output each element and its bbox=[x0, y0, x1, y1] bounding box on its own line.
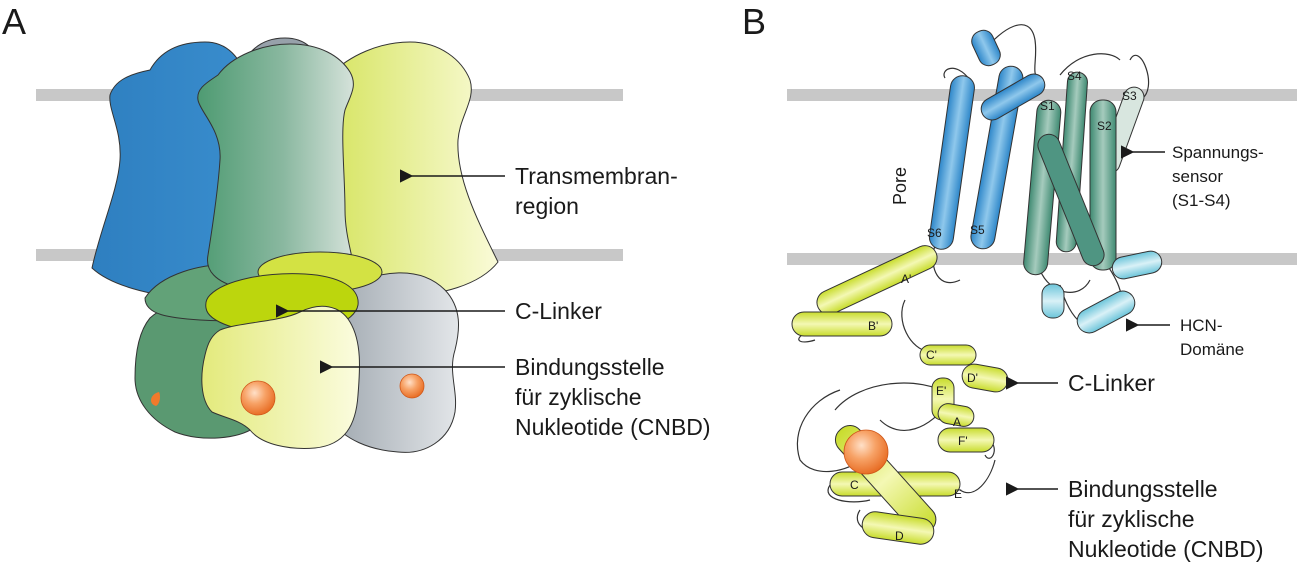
helix-c-prime bbox=[919, 344, 977, 366]
label-clinker-a: C-Linker bbox=[515, 298, 602, 324]
label-sensor-line2: sensor bbox=[1172, 167, 1223, 186]
helix-labels: S1 S2 S3 S4 S5 S6 A' B' C' D' E' A F' C … bbox=[850, 69, 1137, 543]
label-binding-a-line2: für zyklische bbox=[515, 384, 642, 410]
label-sensor-line3: (S1-S4) bbox=[1172, 191, 1231, 210]
panel-b: B bbox=[742, 1, 1297, 562]
label-pore: Pore bbox=[890, 167, 910, 205]
clinker-cnbd-helices bbox=[791, 245, 1009, 545]
cyclic-nucleotide-front bbox=[240, 380, 276, 416]
helix-label-a: A bbox=[953, 415, 961, 429]
label-binding-a-line3: Nukleotide (CNBD) bbox=[515, 414, 711, 440]
hcn-domain bbox=[1041, 250, 1163, 334]
helix-label-d-prime: D' bbox=[967, 371, 978, 385]
helix-s2 bbox=[1089, 99, 1117, 271]
helix-label-s3: S3 bbox=[1122, 89, 1137, 103]
helix-label-e-prime: E' bbox=[936, 384, 946, 398]
label-binding-b-line2: für zyklische bbox=[1068, 506, 1195, 532]
helix-label-c: C bbox=[850, 478, 859, 492]
label-binding-b-line3: Nukleotide (CNBD) bbox=[1068, 536, 1264, 562]
panel-a: A Transmembran- region C-L bbox=[2, 1, 711, 453]
pore-helices bbox=[928, 29, 1046, 250]
membrane-upper-band-b bbox=[787, 89, 1297, 101]
helix-label-f-prime: F' bbox=[958, 434, 968, 448]
helix-hcn-2 bbox=[1041, 283, 1065, 319]
label-transmembrane-line2: region bbox=[515, 193, 579, 219]
helix-f-prime bbox=[937, 427, 995, 453]
helix-hcn-1 bbox=[1111, 250, 1163, 280]
helix-d bbox=[861, 511, 935, 545]
helix-label-s1: S1 bbox=[1040, 99, 1055, 113]
helix-label-e: E bbox=[954, 487, 962, 501]
helix-pore-top bbox=[971, 29, 1001, 67]
helix-label-s5: S5 bbox=[970, 223, 985, 237]
helix-label-c-prime: C' bbox=[926, 348, 937, 362]
helix-s6 bbox=[928, 75, 975, 250]
helix-label-a-prime: A' bbox=[901, 272, 911, 286]
label-clinker-b: C-Linker bbox=[1068, 370, 1155, 396]
label-hcn-line1: HCN- bbox=[1180, 316, 1223, 335]
label-binding-b-line1: Bindungsstelle bbox=[1068, 476, 1218, 502]
helix-pore-loop bbox=[980, 73, 1046, 121]
panel-b-letter: B bbox=[742, 1, 766, 42]
cyclic-nucleotide-b bbox=[843, 429, 889, 475]
label-sensor-line1: Spannungs- bbox=[1172, 143, 1264, 162]
helix-label-b-prime: B' bbox=[868, 319, 878, 333]
helix-a bbox=[937, 403, 975, 427]
helix-label-d: D bbox=[895, 529, 904, 543]
helix-s-diagonal bbox=[1037, 133, 1105, 267]
cyclic-nucleotide-left bbox=[150, 392, 160, 406]
panel-a-letter: A bbox=[2, 1, 26, 42]
helix-hcn-3 bbox=[1076, 290, 1136, 334]
helix-b-prime bbox=[791, 311, 893, 337]
label-transmembrane-line1: Transmembran- bbox=[515, 163, 678, 189]
label-binding-a-line1: Bindungsstelle bbox=[515, 354, 665, 380]
helix-label-s6: S6 bbox=[927, 226, 942, 240]
label-hcn-line2: Domäne bbox=[1180, 340, 1244, 359]
cnbd-yellow bbox=[201, 305, 360, 449]
helix-label-s2: S2 bbox=[1097, 119, 1112, 133]
helix-label-s4: S4 bbox=[1067, 69, 1082, 83]
voltage-sensor bbox=[1023, 71, 1145, 276]
cyclic-nucleotide-right bbox=[399, 373, 425, 399]
helix-a-prime bbox=[816, 245, 938, 315]
